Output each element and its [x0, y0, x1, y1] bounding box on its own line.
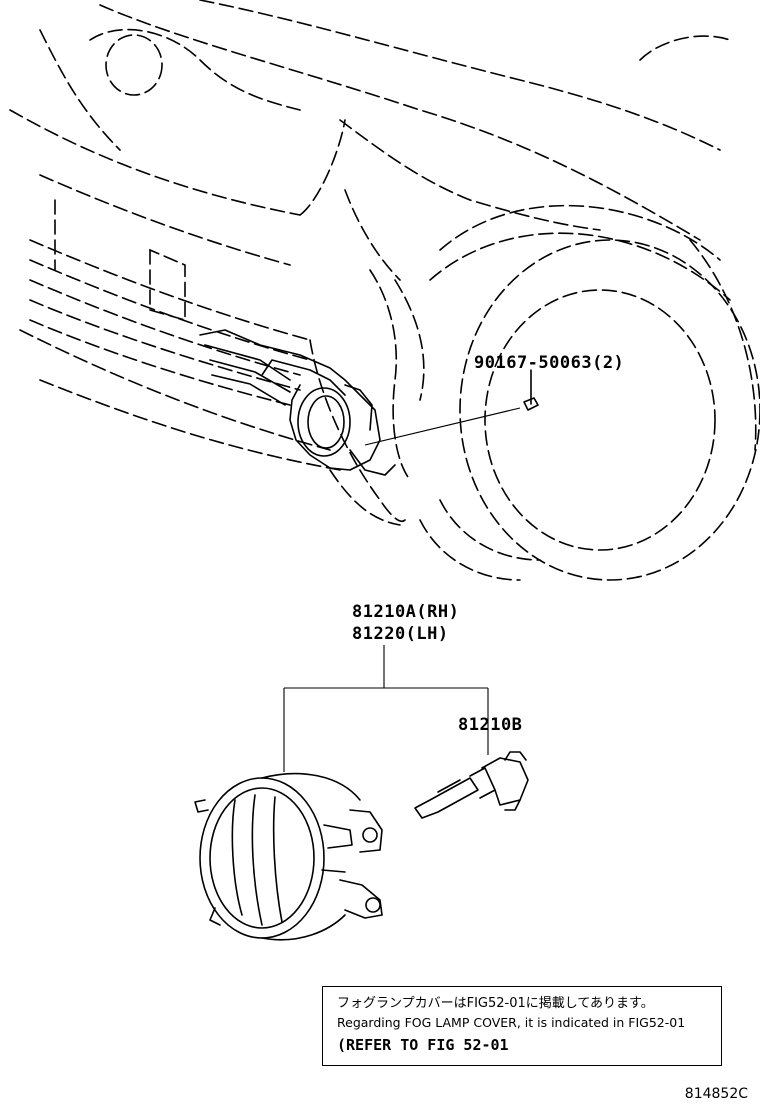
fog-lamp-cover-note: フォグランプカバーはFIG52-01に掲載してあります。 Regarding F…: [322, 986, 722, 1066]
fog-lamp-installed: [199, 329, 539, 476]
lamp-rh-part-number: 81210A(RH): [352, 602, 460, 622]
note-japanese: フォグランプカバーはFIG52-01に掲載してあります。: [337, 996, 654, 1011]
note-english: Regarding FOG LAMP COVER, it is indicate…: [337, 1015, 686, 1030]
note-reference: (REFER TO FIG 52-01: [337, 1036, 509, 1054]
leader-lines: [283, 645, 489, 772]
fog-lamp-assembly: [194, 772, 383, 941]
bulb: [414, 751, 529, 819]
illustration-id: 814852C: [684, 1086, 748, 1102]
lamp-lh-part-number: 81220(LH): [352, 624, 449, 644]
bolt-part-number: 90167-50063(2): [474, 353, 625, 373]
vehicle-outline: [9, 0, 760, 581]
bulb-part-number: 81210B: [458, 715, 523, 735]
